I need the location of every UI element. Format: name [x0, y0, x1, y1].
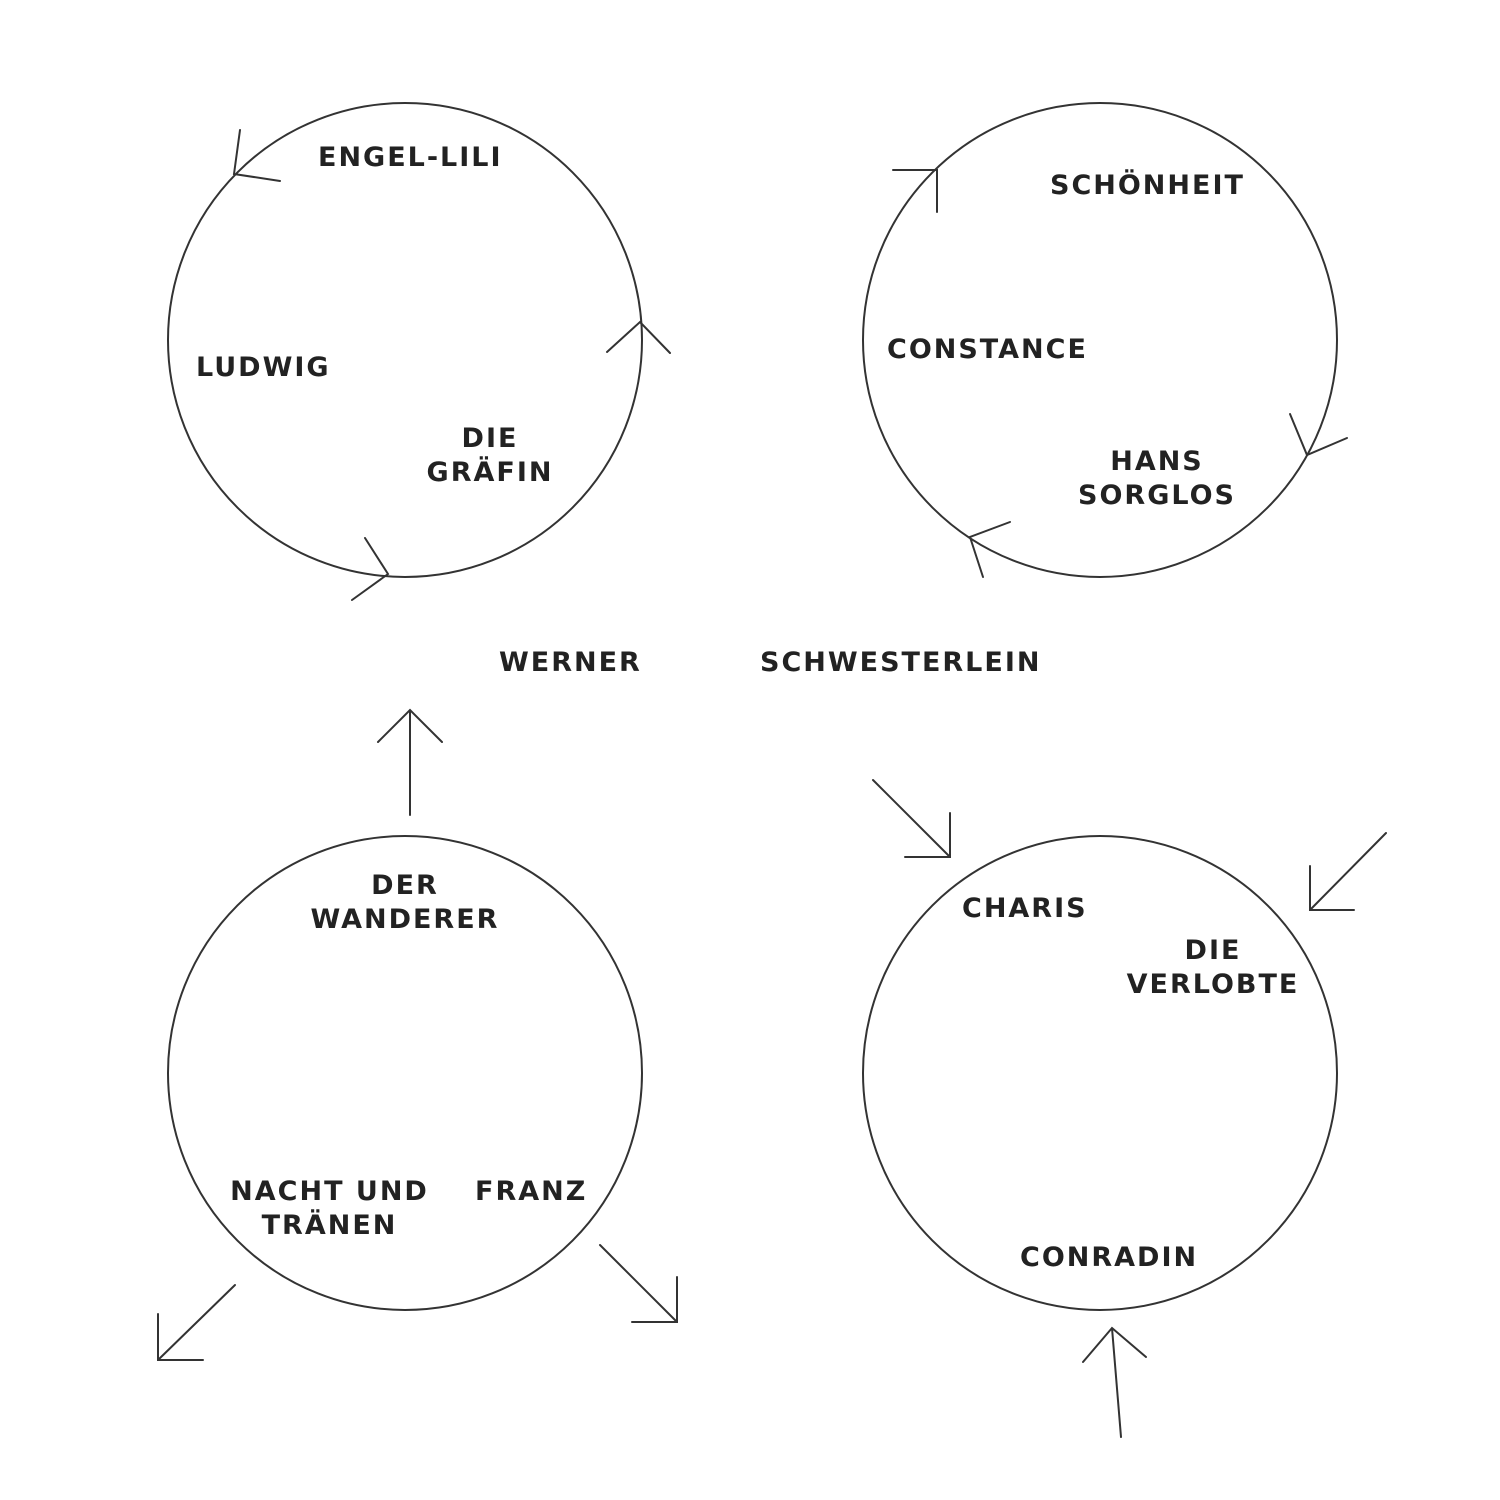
arrow-to-conradin	[1082, 1326, 1147, 1438]
label-charis: CHARIS	[962, 893, 1088, 924]
label-schwesterlein: SCHWESTERLEIN	[760, 647, 1042, 678]
label-hans-sorglos: HANS SORGLOS	[1067, 445, 1247, 513]
label-der-wanderer: DER WANDERER	[305, 869, 505, 937]
arrow-up-from-der-wanderer	[377, 708, 443, 816]
arrowhead-top-left-bottom	[351, 537, 390, 601]
label-hans-sorglos-line2: SORGLOS	[1078, 480, 1236, 511]
circle-top-left	[167, 102, 643, 578]
arrowhead-top-left-upper	[232, 129, 281, 182]
label-die-verlobte-line1: DIE	[1184, 935, 1242, 966]
label-die-verlobte: DIE VERLOBTE	[1118, 934, 1308, 1002]
label-engel-lili: ENGEL-LILI	[318, 142, 503, 173]
label-nacht-und-traenen-line1: NACHT UND	[230, 1176, 429, 1207]
circle-bottom-right	[862, 835, 1338, 1311]
arrowhead-top-right-bottom	[968, 521, 1011, 578]
label-franz: FRANZ	[475, 1176, 588, 1207]
circle-bottom-left	[167, 835, 643, 1311]
arrowhead-top-right-right	[1289, 413, 1348, 457]
label-der-wanderer-line2: WANDERER	[310, 904, 500, 935]
label-die-verlobte-line2: VERLOBTE	[1126, 969, 1300, 1000]
arrow-to-die-verlobte	[1309, 832, 1387, 911]
label-conradin: CONRADIN	[1020, 1242, 1199, 1273]
label-die-graefin: DIE GRÄFIN	[410, 422, 570, 490]
arrowhead-top-right-upper	[892, 169, 938, 213]
label-werner: WERNER	[499, 647, 642, 678]
circle-top-right	[862, 102, 1338, 578]
arrow-from-franz	[599, 1244, 678, 1323]
label-nacht-und-traenen-line2: TRÄNEN	[261, 1210, 398, 1241]
label-die-graefin-line1: DIE	[461, 423, 519, 454]
label-ludwig: LUDWIG	[196, 352, 331, 383]
label-hans-sorglos-line1: HANS	[1110, 446, 1204, 477]
arrow-from-nacht-und-traenen	[157, 1284, 236, 1361]
label-der-wanderer-line1: DER	[371, 870, 439, 901]
label-schoenheit: SCHÖNHEIT	[1050, 170, 1245, 201]
label-die-graefin-line2: GRÄFIN	[426, 457, 554, 488]
arrowhead-top-left-right	[606, 320, 671, 354]
arrow-to-charis	[872, 779, 951, 858]
label-constance: CONSTANCE	[887, 334, 1088, 365]
label-nacht-und-traenen: NACHT UND TRÄNEN	[222, 1175, 437, 1243]
